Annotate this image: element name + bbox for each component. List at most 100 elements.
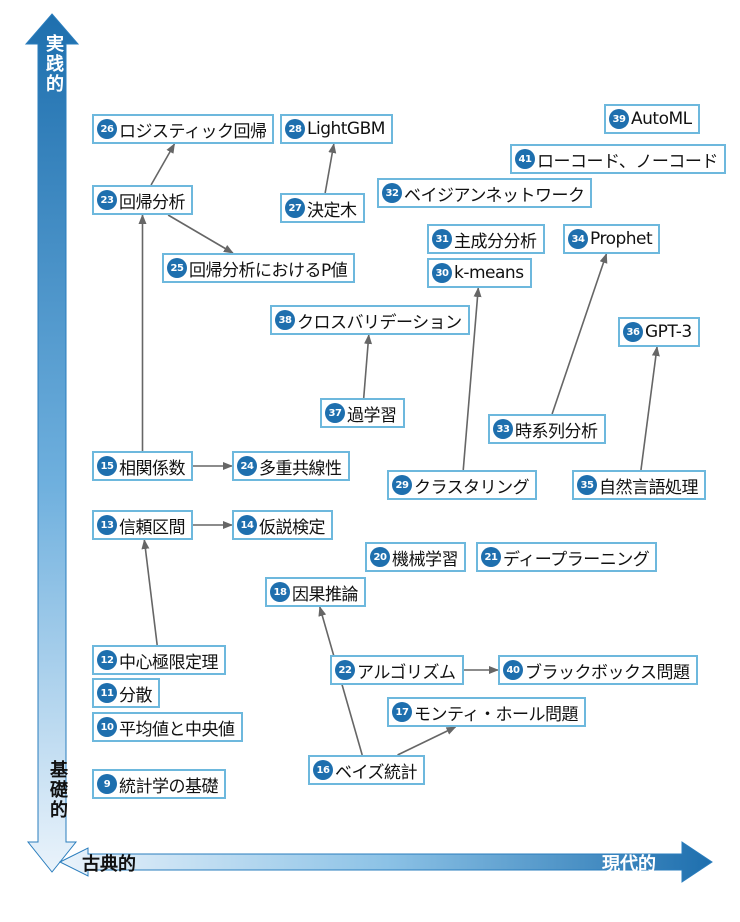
node-label: ローコード、ノーコード	[537, 151, 718, 172]
number-badge: 16	[313, 760, 333, 780]
node-label: ベイズ統計	[335, 762, 418, 783]
arrow-n33-to-n34	[551, 253, 608, 415]
node-label: 統計学の基礎	[119, 776, 219, 797]
number-badge: 37	[325, 403, 345, 423]
number-badge: 41	[515, 149, 535, 169]
node-label: k-means	[454, 263, 524, 283]
number-badge: 27	[285, 198, 305, 218]
number-badge: 13	[97, 515, 117, 535]
number-badge: 32	[382, 183, 402, 203]
number-badge: 18	[270, 582, 290, 602]
node-label: クラスタリング	[414, 477, 530, 498]
node-label: Prophet	[590, 229, 653, 249]
number-badge: 14	[237, 515, 257, 535]
x-axis-right-label: 現代的	[602, 854, 656, 875]
arrow-n23-to-n25	[167, 214, 234, 254]
node-label: 中心極限定理	[119, 652, 219, 673]
node-label: 信頼区間	[119, 517, 186, 538]
arrow-n37-to-n38	[362, 334, 373, 399]
node-label: 回帰分析	[119, 192, 186, 213]
horizontal-axis-arrow	[58, 841, 713, 883]
x-axis-left-label: 古典的	[82, 854, 136, 875]
node-label: 主成分分析	[454, 231, 537, 252]
node-label: 機械学習	[392, 549, 459, 570]
number-badge: 31	[432, 229, 452, 249]
number-badge: 29	[392, 475, 412, 495]
y-axis-bottom-label: 基礎的	[47, 760, 68, 820]
arrows-layer	[138, 143, 660, 756]
number-badge: 22	[335, 660, 355, 680]
node-label: ディープラーニング	[503, 549, 650, 570]
number-badge: 15	[97, 456, 117, 476]
number-badge: 21	[481, 547, 501, 567]
number-badge: 24	[237, 456, 257, 476]
number-badge: 12	[97, 650, 117, 670]
number-badge: 38	[275, 310, 295, 330]
node-label: 時系列分析	[515, 421, 598, 442]
node-label: AutoML	[631, 109, 692, 129]
vertical-axis-arrow	[24, 13, 80, 873]
number-badge: 40	[503, 660, 523, 680]
node-label: ロジスティック回帰	[119, 121, 267, 142]
number-badge: 28	[285, 119, 305, 139]
node-label: クロスバリデーション	[297, 312, 462, 333]
y-axis-top-label: 実践的	[43, 34, 64, 94]
number-badge: 11	[97, 683, 117, 703]
node-label: 決定木	[307, 200, 357, 221]
number-badge: 39	[609, 109, 629, 129]
number-badge: 34	[568, 229, 588, 249]
node-label: GPT-3	[645, 322, 692, 342]
number-badge: 25	[167, 258, 187, 278]
node-label: 仮説検定	[259, 517, 326, 538]
arrow-n12-to-n13	[141, 539, 158, 646]
node-label: ブラックボックス問題	[525, 662, 690, 683]
number-badge: 33	[493, 419, 513, 439]
node-label: ベイジアンネットワーク	[404, 185, 585, 206]
number-badge: 17	[392, 702, 412, 722]
node-label: 分散	[119, 685, 153, 706]
arrow-n27-to-n28	[324, 143, 337, 194]
node-label: 過学習	[347, 405, 397, 426]
arrow-n35-to-n36	[640, 346, 660, 471]
node-label: 平均値と中央値	[119, 719, 235, 740]
number-badge: 23	[97, 190, 117, 210]
number-badge: 30	[432, 263, 452, 283]
node-label: アルゴリズム	[357, 662, 456, 683]
node-label: 多重共線性	[259, 458, 342, 479]
number-badge: 26	[97, 119, 117, 139]
node-label: 因果推論	[292, 584, 359, 605]
number-badge: 20	[370, 547, 390, 567]
node-label: LightGBM	[307, 119, 385, 139]
node-label: 回帰分析におけるP値	[189, 260, 348, 281]
number-badge: 10	[97, 717, 117, 737]
node-label: モンティ・ホール問題	[414, 704, 578, 725]
